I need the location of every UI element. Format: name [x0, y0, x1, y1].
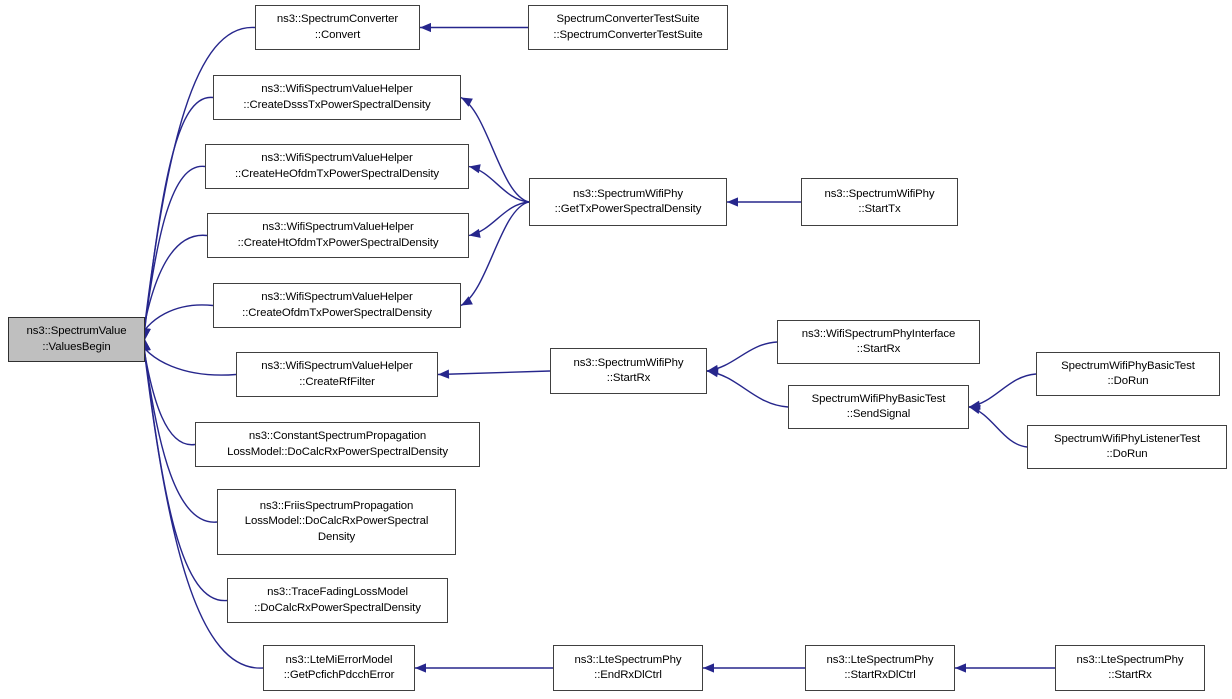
edge-spectrum_converter_testsuite-to-spectrum_converter_convert-arrowhead [420, 22, 431, 33]
graph-node-label: ns3::FriisSpectrumPropagation LossModel:… [244, 500, 429, 543]
edge-lte_endrxdlctrl-to-lte_mi_error_model-arrowhead [415, 663, 426, 673]
edge-spectrum_wifi_phy_startrx-to-create_rf_filter [437, 370, 551, 376]
graph-node-lte_startrxdlctrl[interactable]: ns3::LteSpectrumPhy ::StartRxDlCtrl [805, 645, 955, 691]
edge-basic_test_sendsignal-to-spectrum_wifi_phy_startrx [706, 370, 789, 408]
edge-listener_test_dorun-to-basic_test_sendsignal-arrowhead [969, 405, 981, 415]
graph-node-create_rf_filter[interactable]: ns3::WifiSpectrumValueHelper ::CreateRfF… [236, 352, 438, 397]
graph-node-constant_loss_model[interactable]: ns3::ConstantSpectrumPropagation LossMod… [195, 422, 480, 467]
edge-create_dsss-to-values_begin [141, 96, 214, 349]
edge-create_he_ofdm-to-values_begin [141, 165, 206, 349]
edge-get_tx_psd-to-create_dsss [460, 96, 530, 203]
edge-lte_startrx-to-lte_startrxdlctrl-arrowhead [955, 663, 966, 673]
edge-get_tx_psd-to-create_he_ofdm-arrowhead [469, 164, 481, 174]
graph-node-label: ns3::SpectrumWifiPhy ::GetTxPowerSpectra… [554, 187, 702, 215]
graph-node-label: ns3::LteSpectrumPhy ::StartRxDlCtrl [826, 653, 934, 681]
graph-node-label: ns3::LteSpectrumPhy ::StartRx [1076, 653, 1184, 681]
graph-node-label: ns3::WifiSpectrumValueHelper ::CreateOfd… [242, 291, 432, 319]
edge-get_tx_psd-to-create_dsss-arrowhead [461, 97, 473, 107]
graph-node-create_dsss[interactable]: ns3::WifiSpectrumValueHelper ::CreateDss… [213, 75, 461, 120]
graph-node-spectrum_wifi_phy_startrx[interactable]: ns3::SpectrumWifiPhy ::StartRx [550, 348, 707, 394]
graph-node-create_ht_ofdm[interactable]: ns3::WifiSpectrumValueHelper ::CreateHtO… [207, 213, 469, 258]
edges-group [135, 22, 1055, 673]
graph-node-spectrum_converter_testsuite[interactable]: SpectrumConverterTestSuite ::SpectrumCon… [528, 5, 728, 50]
graph-node-label: ns3::SpectrumValue ::ValuesBegin [26, 325, 127, 353]
edge-spectrum_wifi_phy_starttx-to-get_tx_psd-arrowhead [727, 197, 738, 207]
graph-node-label: SpectrumConverterTestSuite ::SpectrumCon… [553, 13, 703, 41]
graph-node-label: ns3::SpectrumWifiPhy ::StartRx [573, 356, 684, 384]
edge-get_tx_psd-to-create_ofdm [460, 201, 530, 307]
graph-node-listener_test_dorun[interactable]: SpectrumWifiPhyListenerTest ::DoRun [1027, 425, 1227, 469]
edge-lte_startrxdlctrl-to-lte_endrxdlctrl-arrowhead [703, 663, 714, 673]
graph-node-basic_test_sendsignal[interactable]: SpectrumWifiPhyBasicTest ::SendSignal [788, 385, 969, 429]
graph-node-label: ns3::SpectrumWifiPhy ::StartTx [824, 187, 935, 215]
graph-node-label: ns3::SpectrumConverter ::Convert [276, 13, 399, 41]
graph-node-label: ns3::WifiSpectrumValueHelper ::CreateDss… [243, 83, 431, 111]
graph-node-label: SpectrumWifiPhyListenerTest ::DoRun [1053, 432, 1201, 460]
graph-node-friis_loss_model[interactable]: ns3::FriisSpectrumPropagation LossModel:… [217, 489, 456, 555]
graph-node-label: ns3::WifiSpectrumValueHelper ::CreateHtO… [237, 221, 439, 249]
graph-node-label: ns3::TraceFadingLossModel ::DoCalcRxPowe… [254, 586, 421, 614]
graph-node-lte_endrxdlctrl[interactable]: ns3::LteSpectrumPhy ::EndRxDlCtrl [553, 645, 703, 691]
edge-create_rf_filter-to-values_begin [135, 335, 237, 376]
graph-node-create_he_ofdm[interactable]: ns3::WifiSpectrumValueHelper ::CreateHeO… [205, 144, 469, 189]
graph-node-label: SpectrumWifiPhyBasicTest ::DoRun [1061, 359, 1195, 387]
graph-node-label: ns3::LteSpectrumPhy ::EndRxDlCtrl [574, 653, 682, 681]
graph-node-basic_test_dorun[interactable]: SpectrumWifiPhyBasicTest ::DoRun [1036, 352, 1220, 396]
graph-node-get_tx_psd[interactable]: ns3::SpectrumWifiPhy ::GetTxPowerSpectra… [529, 178, 727, 226]
edge-spectrum_wifi_phy_startrx-to-create_rf_filter-arrowhead [438, 369, 450, 379]
edge-wifi_spectrum_phy_interface_startrx-to-spectrum_wifi_phy_startrx [706, 341, 778, 372]
graph-node-trace_fading_loss_model[interactable]: ns3::TraceFadingLossModel ::DoCalcRxPowe… [227, 578, 448, 623]
edge-basic_test_sendsignal-to-spectrum_wifi_phy_startrx-arrowhead [707, 368, 719, 378]
graph-node-spectrum_converter_convert[interactable]: ns3::SpectrumConverter ::Convert [255, 5, 420, 50]
edge-lte_mi_error_model-to-values_begin [141, 330, 264, 669]
edge-get_tx_psd-to-create_ofdm-arrowhead [461, 296, 473, 306]
edge-create_ofdm-to-values_begin [136, 304, 214, 344]
graph-node-label: ns3::WifiSpectrumValueHelper ::CreateRfF… [261, 360, 413, 388]
graph-node-lte_startrx[interactable]: ns3::LteSpectrumPhy ::StartRx [1055, 645, 1205, 691]
graph-node-create_ofdm[interactable]: ns3::WifiSpectrumValueHelper ::CreateOfd… [213, 283, 461, 328]
graph-node-label: ns3::WifiSpectrumPhyInterface ::StartRx [801, 327, 956, 355]
graph-node-label: ns3::ConstantSpectrumPropagation LossMod… [227, 430, 448, 458]
graph-node-lte_mi_error_model[interactable]: ns3::LteMiErrorModel ::GetPcfichPdcchErr… [263, 645, 415, 691]
graph-node-wifi_spectrum_phy_interface_startrx[interactable]: ns3::WifiSpectrumPhyInterface ::StartRx [777, 320, 980, 364]
edge-get_tx_psd-to-create_ht_ofdm-arrowhead [469, 228, 481, 238]
graph-node-label: SpectrumWifiPhyBasicTest ::SendSignal [811, 392, 946, 420]
graph-node-label: ns3::WifiSpectrumValueHelper ::CreateHeO… [234, 152, 440, 180]
graph-node-spectrum_wifi_phy_starttx[interactable]: ns3::SpectrumWifiPhy ::StartTx [801, 178, 958, 226]
graph-node-values_begin[interactable]: ns3::SpectrumValue ::ValuesBegin [8, 317, 145, 362]
graph-node-label: ns3::LteMiErrorModel ::GetPcfichPdcchErr… [283, 653, 395, 681]
